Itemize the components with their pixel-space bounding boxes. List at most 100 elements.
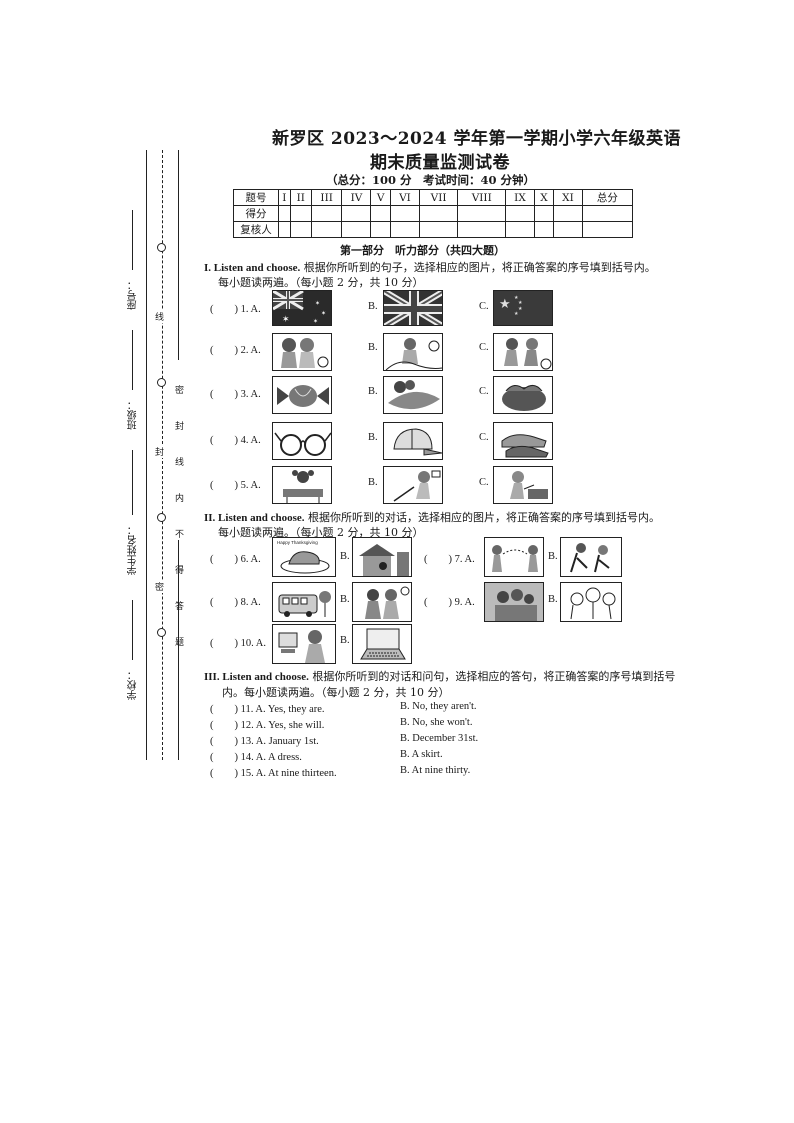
boy-at-computer-image[interactable] bbox=[272, 624, 336, 664]
kids-football-image[interactable] bbox=[493, 333, 553, 371]
seal-mi: 密 bbox=[155, 580, 165, 593]
boy-climbing-image[interactable] bbox=[383, 333, 443, 371]
score-table-header-cell: V bbox=[370, 189, 391, 206]
score-table-header-cell: III bbox=[310, 189, 343, 206]
score-input-cell[interactable] bbox=[289, 205, 312, 222]
children-playing-image[interactable] bbox=[272, 333, 332, 371]
option-b-label: B. bbox=[548, 594, 558, 605]
school-label: 学校： bbox=[128, 670, 139, 700]
house-scene-image[interactable] bbox=[352, 537, 412, 577]
class-blank bbox=[132, 330, 133, 390]
uk-flag-image[interactable] bbox=[383, 290, 443, 326]
school-blank bbox=[132, 600, 133, 660]
score-input-cell[interactable] bbox=[581, 205, 634, 222]
bus-image[interactable] bbox=[272, 582, 336, 622]
score-input-cell[interactable] bbox=[341, 205, 372, 222]
score-input-cell[interactable] bbox=[289, 221, 312, 238]
question-5-number: ( ) 5. A. bbox=[210, 480, 261, 491]
margin-line-outer bbox=[146, 150, 147, 760]
option-b-label: B. bbox=[340, 551, 350, 562]
score-table-header-cell: II bbox=[289, 189, 312, 206]
score-input-cell[interactable] bbox=[505, 221, 535, 238]
score-input-cell[interactable] bbox=[418, 205, 459, 222]
cap-image[interactable] bbox=[383, 422, 443, 460]
score-table-header-cell: IX bbox=[505, 189, 535, 206]
section1-label: I. Listen and choose. bbox=[204, 262, 301, 274]
score-table-header-cell: I bbox=[278, 189, 291, 206]
score-input-cell[interactable] bbox=[505, 205, 535, 222]
score-input-cell[interactable] bbox=[553, 205, 583, 222]
question-6-number: ( ) 6. A. bbox=[210, 554, 261, 565]
family-cartoon-image[interactable] bbox=[560, 582, 622, 622]
option-c-label: C. bbox=[479, 301, 489, 312]
option-b-label: B. bbox=[340, 594, 350, 605]
student-name-blank bbox=[132, 450, 133, 515]
question-13-option-a: ( ) 13. A. January 1st. bbox=[210, 736, 319, 747]
score-input-cell[interactable] bbox=[370, 221, 391, 238]
exam-title-line1: 新罗区 2023～2024 学年第一学期小学六年级英语 bbox=[272, 129, 681, 149]
seal-line-text: 密 封 线 内 不 得 答 题 bbox=[173, 385, 183, 655]
question-15-option-a: ( ) 15. A. At nine thirteen. bbox=[210, 768, 337, 779]
question-12-option-a: ( ) 12. A. Yes, she will. bbox=[210, 720, 325, 731]
china-flag-image[interactable]: ★ ★ ★ ★ ★ bbox=[493, 290, 553, 326]
score-input-cell[interactable] bbox=[457, 221, 507, 238]
score-table-header-cell: IV bbox=[341, 189, 372, 206]
margin-line-inner-bottom bbox=[178, 540, 179, 760]
option-b-label: B. bbox=[368, 432, 378, 443]
score-input-cell[interactable] bbox=[553, 221, 583, 238]
laptop-image[interactable] bbox=[352, 624, 412, 664]
score-input-cell[interactable] bbox=[581, 221, 634, 238]
thanksgiving-turkey-image[interactable]: Happy Thanksgiving bbox=[272, 537, 336, 577]
question-1-number: ( ) 1. A. bbox=[210, 304, 261, 315]
family-image[interactable] bbox=[484, 582, 544, 622]
score-input-cell[interactable] bbox=[370, 205, 391, 222]
score-input-cell[interactable] bbox=[310, 205, 343, 222]
question-4-number: ( ) 4. A. bbox=[210, 435, 261, 446]
svg-text:✶: ✶ bbox=[282, 315, 290, 325]
section3-instruction2: 内。每小题读两遍。（每小题 2 分，共 10 分） bbox=[222, 686, 450, 699]
option-b-label: B. bbox=[368, 301, 378, 312]
section3-text: 根据你所听到的对话和问句，选择相应的答句，将正确答案的序号填到括号 bbox=[312, 670, 676, 683]
score-input-cell[interactable] bbox=[533, 205, 555, 222]
score-input-cell[interactable] bbox=[457, 205, 507, 222]
question-13-option-b: B. December 31st. bbox=[400, 733, 479, 744]
score-table-row-label: 得分 bbox=[233, 205, 279, 222]
option-c-label: C. bbox=[479, 477, 489, 488]
question-7-number: ( ) 7. A. bbox=[424, 554, 475, 565]
candy-image[interactable] bbox=[272, 376, 332, 414]
glasses-image[interactable] bbox=[272, 422, 332, 460]
question-2-number: ( ) 2. A. bbox=[210, 345, 261, 356]
happy-thanksgiving-text: Happy Thanksgiving bbox=[277, 540, 318, 545]
section2-instruction2: 每小题读两遍。（每小题 2 分，共 10 分） bbox=[218, 526, 424, 539]
score-input-cell[interactable] bbox=[278, 205, 291, 222]
score-input-cell[interactable] bbox=[310, 221, 343, 238]
score-input-cell[interactable] bbox=[389, 205, 420, 222]
svg-text:★: ★ bbox=[499, 297, 511, 312]
score-table-row: 复核人 bbox=[233, 221, 634, 238]
score-table-header-cell: VI bbox=[389, 189, 420, 206]
option-b-label: B. bbox=[368, 386, 378, 397]
boy-working-image[interactable] bbox=[493, 466, 553, 504]
fruit-image[interactable] bbox=[383, 376, 443, 414]
binding-hole bbox=[157, 378, 166, 387]
question-12-option-b: B. No, she won't. bbox=[400, 717, 473, 728]
score-input-cell[interactable] bbox=[418, 221, 459, 238]
score-table-header-cell: VIII bbox=[457, 189, 507, 206]
two-kids-image[interactable] bbox=[352, 582, 412, 622]
girl-at-desk-image[interactable] bbox=[272, 466, 332, 504]
cabbage-image[interactable] bbox=[493, 376, 553, 414]
score-table-header-cell: XI bbox=[553, 189, 583, 206]
boy-cleaning-image[interactable] bbox=[383, 466, 443, 504]
score-input-cell[interactable] bbox=[389, 221, 420, 238]
kids-throwing-image[interactable] bbox=[484, 537, 544, 577]
score-input-cell[interactable] bbox=[341, 221, 372, 238]
score-input-cell[interactable] bbox=[533, 221, 555, 238]
score-table-row: 得分 bbox=[233, 205, 634, 222]
class-label: 班级： bbox=[128, 400, 139, 430]
question-11-option-b: B. No, they aren't. bbox=[400, 701, 477, 712]
kids-running-image[interactable] bbox=[560, 537, 622, 577]
australia-flag-image[interactable]: ✶ ✶ ✶ ✶ bbox=[272, 290, 332, 326]
shoes-image[interactable] bbox=[493, 422, 553, 460]
score-input-cell[interactable] bbox=[278, 221, 291, 238]
